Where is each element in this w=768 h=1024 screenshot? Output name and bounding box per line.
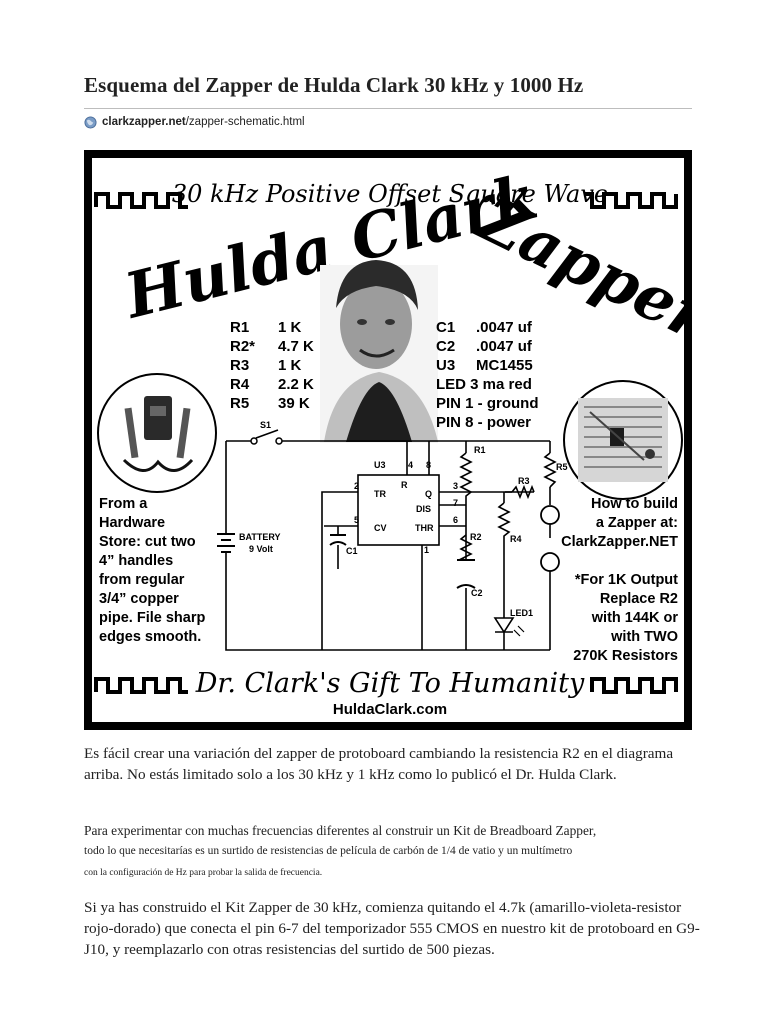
- comp-left-ref-4: R5: [230, 395, 249, 412]
- zapper-schematic-poster: 30 kHz Positive Offset Square Wave Hulda…: [84, 150, 692, 730]
- label-r1: R1: [474, 445, 486, 455]
- paragraph-2-line-1: Para experimentar con muchas frecuencias…: [84, 823, 597, 838]
- pin-num-6: 6: [453, 515, 458, 525]
- pin-num-2: 2: [354, 481, 359, 491]
- resistor-r1: [459, 452, 473, 535]
- right-note-bottom-line: with TWO: [610, 629, 678, 645]
- paragraph-2: Para experimentar con muchas frecuencias…: [84, 821, 704, 883]
- label-c1: C1: [346, 546, 358, 556]
- label-battery-volt: 9 Volt: [249, 544, 273, 554]
- pin-dis: DIS: [416, 504, 431, 514]
- comp-right-ref-0: C1: [436, 319, 455, 336]
- pin-num-5: 5: [354, 515, 359, 525]
- comp-left-ref-3: R4: [230, 376, 250, 393]
- square-wave-border-bottom-right: [590, 677, 678, 694]
- battery: [217, 533, 235, 553]
- poster-footer: Dr. Clark's Gift To Humanity: [195, 668, 585, 699]
- left-note-line: 3/4” copper: [99, 591, 179, 607]
- source-link[interactable]: clarkzapper.net /zapper-schematic.html: [84, 114, 305, 130]
- source-path[interactable]: /zapper-schematic.html: [185, 116, 305, 128]
- comp-left-val-4: 39 K: [278, 395, 310, 412]
- led1: [493, 617, 525, 637]
- label-s1: S1: [260, 420, 271, 430]
- left-note-line: 4” handles: [99, 553, 173, 569]
- paragraph-3: Si ya has construido el Kit Zapper de 30…: [84, 899, 700, 958]
- label-c2: C2: [471, 588, 483, 598]
- comp-right-val-0: .0047 uf: [476, 319, 533, 336]
- comp-right-ref-1: C2: [436, 338, 455, 355]
- output-terminal-upper: [540, 505, 560, 525]
- comp-left-val-1: 4.7 K: [278, 338, 314, 355]
- label-r4: R4: [510, 534, 522, 544]
- right-note-top-line: ClarkZapper.NET: [561, 534, 678, 550]
- source-domain[interactable]: clarkzapper.net: [102, 116, 186, 128]
- comp-left-ref-1: R2*: [230, 338, 255, 355]
- left-note-line: edges smooth.: [99, 629, 201, 645]
- right-note-bottom-line: *For 1K Output: [575, 572, 678, 588]
- resistor-r3: [511, 484, 535, 500]
- paragraph-2-line-3: con la configuración de Hz para probar l…: [84, 868, 323, 878]
- hulda-clark-portrait: [320, 260, 438, 443]
- right-note-top-line: How to build: [591, 496, 678, 512]
- label-r3: R3: [518, 476, 530, 486]
- comp-right-val-1: .0047 uf: [476, 338, 533, 355]
- capacitor-c1: [329, 534, 347, 546]
- label-battery: BATTERY: [239, 532, 281, 542]
- page-title: Esquema del Zapper de Hulda Clark 30 kHz…: [84, 73, 584, 97]
- paragraph-2-line-2: todo lo que necesitarías es un surtido d…: [84, 845, 573, 857]
- left-note-line: from regular: [99, 572, 185, 588]
- right-note-bottom-line: 270K Resistors: [573, 648, 678, 664]
- square-wave-border-bottom-left: [94, 677, 188, 694]
- output-terminal-lower: [540, 552, 560, 572]
- comp-left-val-3: 2.2 K: [278, 376, 314, 393]
- right-note-bottom-line: Replace R2: [600, 591, 678, 607]
- comp-right-val-4: PIN 1 - ground: [436, 395, 539, 412]
- pin-num-7: 7: [453, 498, 458, 508]
- resistor-r5: [543, 452, 557, 488]
- poster-footer-url: HuldaClark.com: [333, 701, 447, 718]
- pin-q: Q: [425, 489, 432, 499]
- pin-thr: THR: [415, 523, 434, 533]
- comp-left-val-2: 1 K: [278, 357, 302, 374]
- label-r5: R5: [556, 462, 568, 472]
- resistor-r4: [497, 502, 511, 555]
- paragraph-1: Es fácil crear una variación del zapper …: [84, 745, 674, 783]
- switch-s1: [250, 429, 283, 445]
- square-wave-border-top-right: [584, 192, 678, 209]
- left-note-line: Store: cut two: [99, 534, 196, 550]
- label-r2: R2: [470, 532, 482, 542]
- pin-num-1: 1: [424, 545, 429, 555]
- copper-handles-photo: [97, 373, 217, 493]
- u3-timer-chip: [357, 474, 440, 546]
- title-divider: [84, 108, 692, 109]
- left-note-line: From a: [99, 496, 148, 512]
- capacitor-c2: [456, 559, 476, 589]
- label-led1: LED1: [510, 608, 533, 618]
- comp-left-ref-0: R1: [230, 319, 249, 336]
- right-note-top-line: a Zapper at:: [596, 515, 678, 531]
- comp-right-val-5: PIN 8 - power: [436, 414, 531, 431]
- pin-num-4: 4: [408, 460, 413, 470]
- comp-right-ref-2: U3: [436, 357, 455, 374]
- comp-left-val-0: 1 K: [278, 319, 302, 336]
- comp-right-val-3: LED 3 ma red: [436, 376, 532, 393]
- square-wave-border-top-left: [94, 192, 188, 209]
- pin-num-3: 3: [453, 481, 458, 491]
- breadboard-photo: [563, 380, 683, 500]
- comp-right-val-2: MC1455: [476, 357, 533, 374]
- right-note-bottom-line: with 144K or: [591, 610, 679, 626]
- left-note-line: pipe. File sharp: [99, 610, 205, 626]
- pin-r: R: [401, 480, 408, 490]
- left-note-line: Hardware: [99, 515, 165, 531]
- pin-cv: CV: [374, 523, 387, 533]
- globe-icon: [84, 115, 97, 129]
- label-u3: U3: [374, 460, 386, 470]
- poster-header: 30 kHz Positive Offset Square Wave: [172, 180, 608, 208]
- pin-num-8: 8: [426, 460, 431, 470]
- comp-left-ref-2: R3: [230, 357, 249, 374]
- pin-tr: TR: [374, 489, 386, 499]
